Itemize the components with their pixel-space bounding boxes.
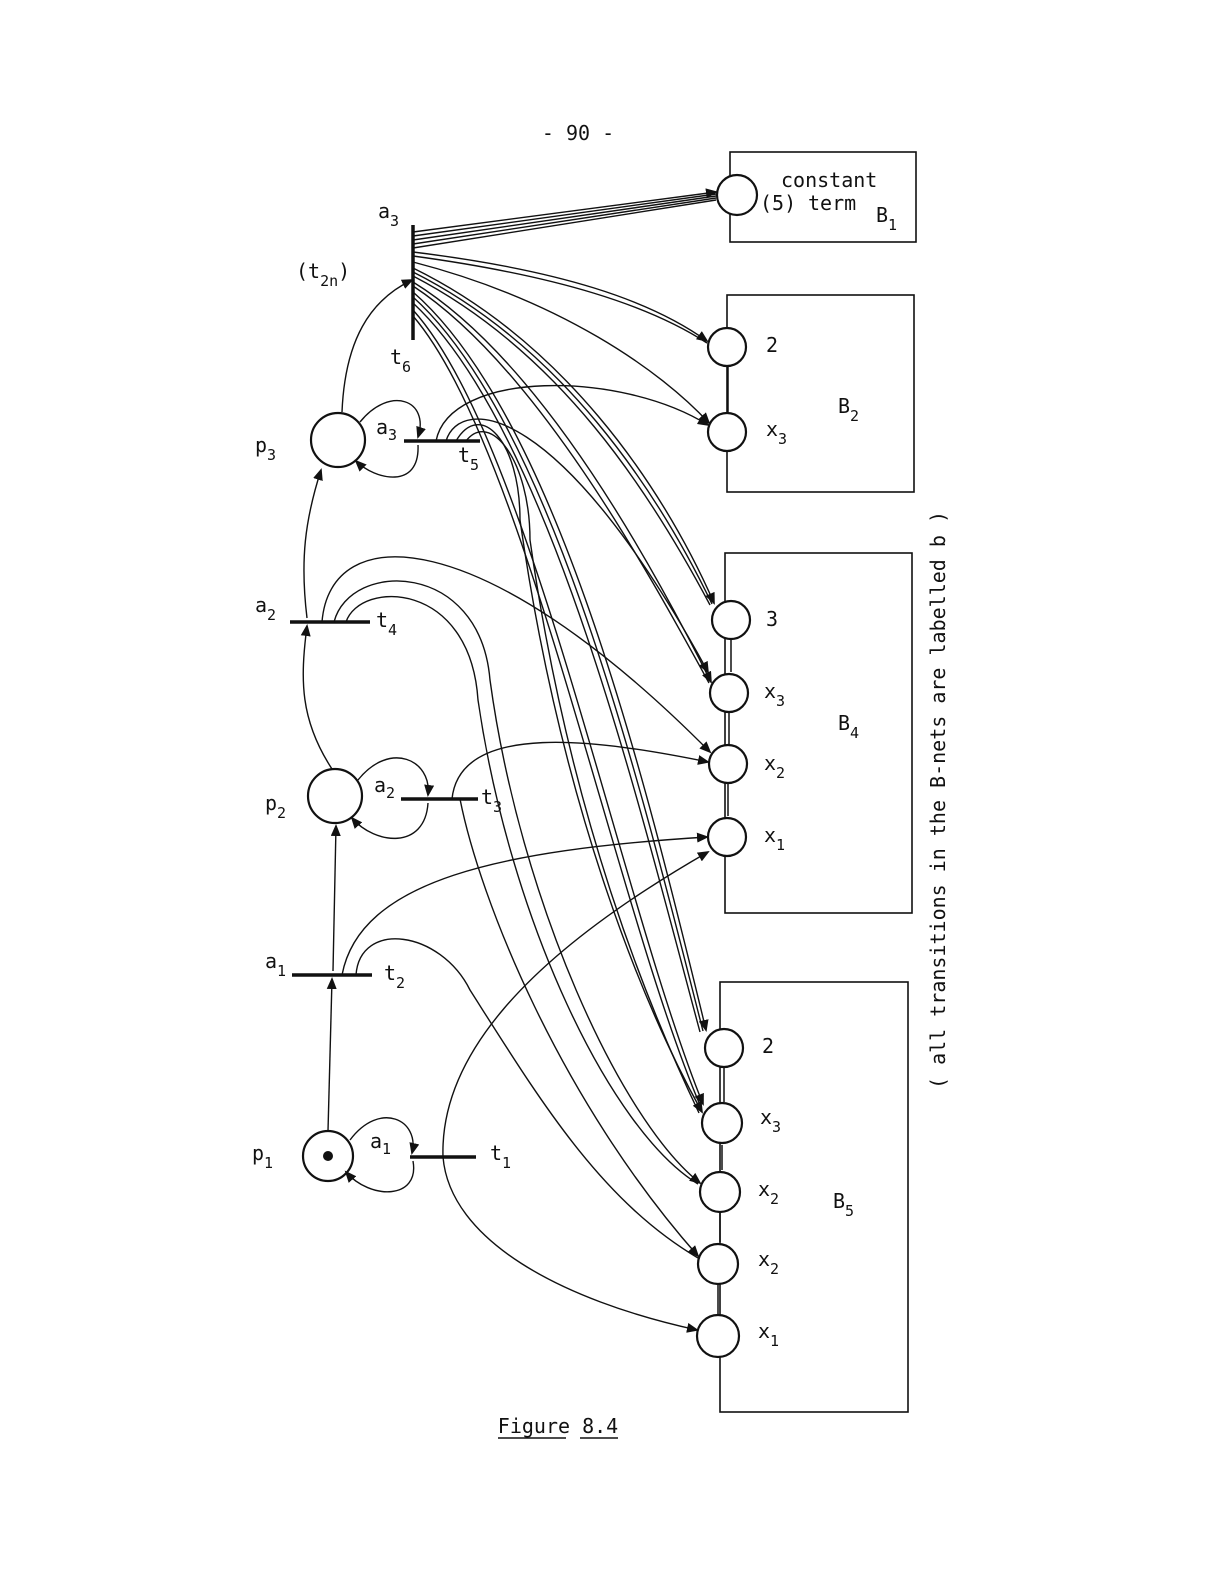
arcs-t6-b5 (412, 291, 709, 1106)
b5-node-x1 (695, 1313, 741, 1359)
label-t4: t4 (376, 608, 397, 639)
label-p1: p1 (252, 1141, 273, 1172)
b1-line1: constant (781, 168, 877, 192)
b5-node-x2-b (696, 1242, 740, 1286)
b1-name: B1 (876, 203, 897, 234)
label-a2-loop: a2 (374, 773, 395, 802)
arcs-t6-b4 (412, 267, 715, 684)
arc-p3-t5 (359, 399, 426, 439)
b5-node-label-1: x3 (760, 1105, 781, 1136)
label-a3-loop: a3 (376, 415, 397, 444)
label-t3: t3 (481, 785, 502, 816)
arcs-t1 (442, 851, 710, 1333)
label-t2: t2 (384, 961, 405, 992)
b4-node-3 (710, 599, 752, 641)
label-p3: p3 (255, 433, 276, 464)
label-t5: t5 (458, 443, 479, 474)
b2-name: B2 (838, 394, 859, 425)
side-note: ( all transitions in the B-nets are labe… (926, 511, 950, 1089)
b2-node-label-1: x3 (766, 417, 787, 448)
page-number: - 90 - (542, 121, 614, 145)
b4-node-x3 (708, 672, 750, 714)
b4-node-label-0: 3 (766, 607, 778, 631)
arc-p2-t4 (300, 624, 333, 770)
b1-node-constant (715, 173, 759, 217)
box-b4 (724, 552, 913, 914)
arcs-t6-b1 (412, 188, 718, 249)
arc-p2-t3 (357, 757, 435, 797)
b4-name: B4 (838, 711, 859, 742)
label-a1-loop: a1 (370, 1129, 391, 1158)
arc-p1-t1 (349, 1117, 420, 1155)
place-p3 (309, 411, 367, 469)
b4-node-label-3: x1 (764, 823, 785, 854)
arc-t1-p1 (344, 1160, 415, 1193)
b5-name: B5 (833, 1189, 854, 1220)
arc-t5-p3 (354, 444, 419, 478)
label-t2n: (t2n) (296, 259, 350, 290)
arcs-t4 (321, 556, 712, 1185)
label-a2-t4: a2 (255, 593, 276, 624)
b4-node-label-1: x3 (764, 679, 785, 710)
label-t1: t1 (490, 1141, 511, 1172)
label-a1-t2: a1 (265, 949, 286, 980)
arc-t2-p2 (330, 824, 341, 972)
b5-node-x3 (700, 1101, 744, 1145)
b2-node-x3 (706, 411, 748, 453)
box-b5 (719, 981, 909, 1413)
b5-node-label-3: x2 (758, 1247, 779, 1278)
arcs-t5 (435, 384, 710, 1114)
b1-weight: (5) (760, 191, 796, 215)
b4-node-x1 (706, 816, 748, 858)
b5-node-label-0: 2 (762, 1034, 774, 1058)
arc-p1-t2 (326, 977, 337, 1132)
arc-p3-t6 (341, 279, 414, 413)
b2-node-2 (706, 326, 748, 368)
place-p2 (306, 767, 364, 825)
b5-node-label-2: x2 (758, 1177, 779, 1208)
label-p2: p2 (265, 791, 286, 822)
b2-node-label-0: 2 (766, 333, 778, 357)
b1-line2: term (808, 191, 856, 215)
arc-t3-p2 (350, 802, 429, 839)
arcs-t3 (451, 741, 710, 1258)
b4-node-label-2: x2 (764, 751, 785, 782)
b4-node-x2 (707, 743, 749, 785)
token (323, 1151, 333, 1161)
b5-node-x2-a (698, 1170, 742, 1214)
b5-node-label-4: x1 (758, 1319, 779, 1350)
box-b2 (726, 294, 915, 493)
b5-node-2 (703, 1027, 745, 1069)
arcs-t2 (341, 832, 709, 1259)
arc-t4-p3 (303, 468, 323, 619)
figure-caption: Figure 8.4 (498, 1414, 618, 1438)
label-t6: t6 (390, 345, 411, 376)
label-a3-t6: a3 (378, 199, 399, 230)
arcs-t6-b2 (412, 251, 711, 425)
